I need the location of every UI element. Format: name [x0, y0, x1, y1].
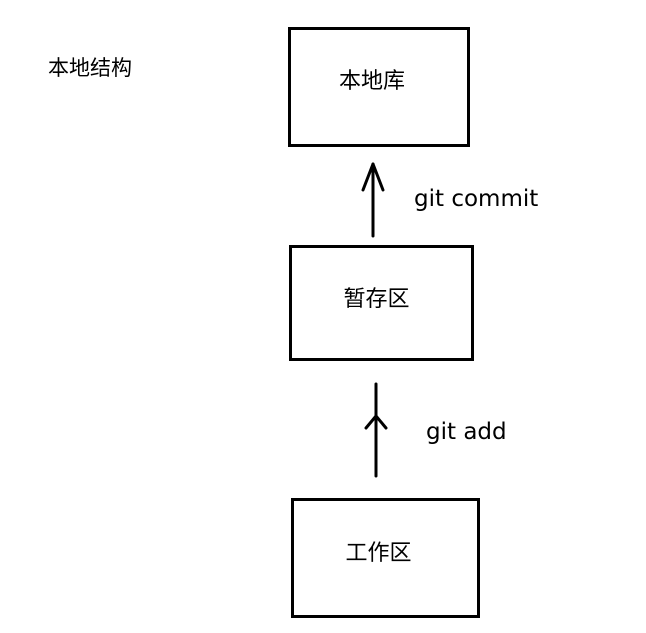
add-arrow	[364, 382, 388, 478]
local-repo-label: 本地库	[338, 69, 405, 94]
staging-area-box: 暂存区	[289, 245, 474, 361]
git-add-label: git add	[426, 419, 507, 445]
commit-arrow	[361, 162, 385, 238]
working-directory-box: 工作区	[291, 498, 480, 618]
working-directory-label: 工作区	[345, 541, 412, 566]
diagram-title: 本地结构	[48, 56, 132, 80]
git-commit-label: git commit	[414, 186, 539, 212]
staging-area-label: 暂存区	[343, 287, 410, 312]
local-repo-box: 本地库	[288, 27, 470, 147]
